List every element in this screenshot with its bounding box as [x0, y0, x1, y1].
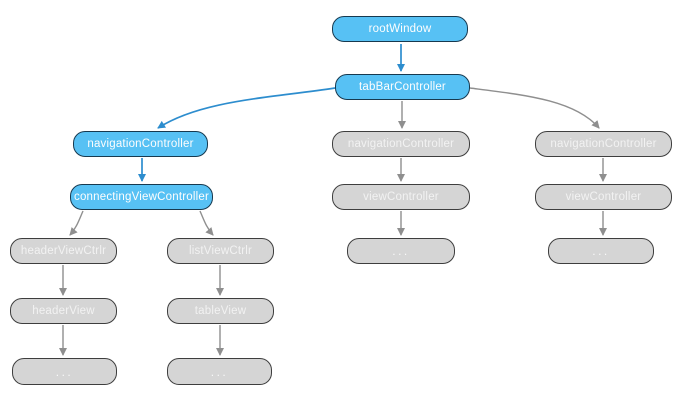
node-table-view: tableView	[167, 298, 274, 324]
node-navigation-controller-left: navigationController	[73, 131, 208, 157]
node-view-controller-mid: viewController	[332, 184, 470, 210]
node-header-view-ctrlr: headerViewCtrlr	[10, 238, 117, 264]
edge-tab-bar-controller-to-navigation-controller-right	[469, 87, 600, 129]
node-ellipsis-header: ...	[12, 358, 117, 385]
node-navigation-controller-mid: navigationController	[332, 131, 470, 157]
edge-tab-bar-controller-to-navigation-controller-left	[157, 87, 336, 129]
node-connecting-view-controller: connectingViewController	[70, 184, 213, 210]
node-navigation-controller-right: navigationController	[535, 131, 672, 157]
edge-connecting-view-controller-to-list-view-ctrlr	[199, 210, 214, 236]
node-ellipsis-mid: ...	[347, 238, 455, 264]
node-header-view: headerView	[10, 298, 117, 324]
node-ellipsis-right: ...	[548, 238, 654, 264]
node-tab-bar-controller: tabBarController	[335, 74, 470, 100]
edge-connecting-view-controller-to-header-view-ctrlr	[69, 210, 84, 236]
node-root-window: rootWindow	[332, 16, 468, 42]
node-list-view-ctrlr: listViewCtrlr	[167, 238, 274, 264]
node-view-controller-right: viewController	[535, 184, 672, 210]
node-ellipsis-table: ...	[167, 358, 272, 385]
